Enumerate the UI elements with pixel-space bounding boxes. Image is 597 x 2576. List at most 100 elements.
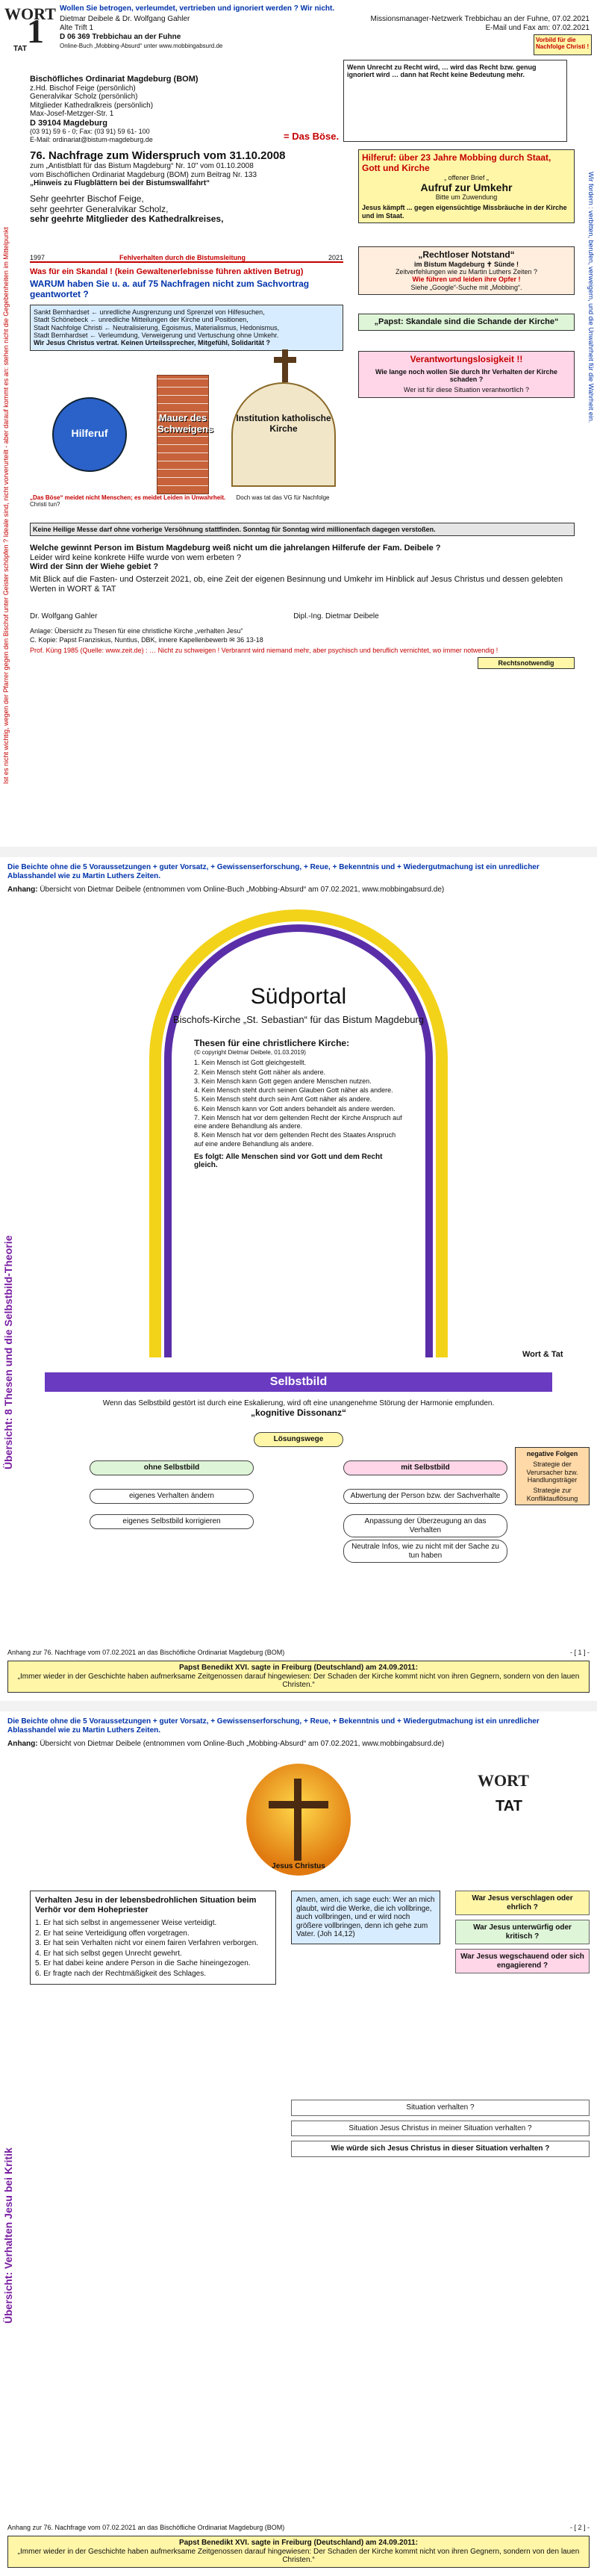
these-item: 1. Kein Mensch ist Gott gleichgestellt. (194, 1059, 307, 1067)
signature-block: Dr. Wolfgang Gahler Dipl.-Ing. Dietmar D… (30, 612, 575, 621)
strategie-1: Strategie der Verursacher bzw. Handlungs… (526, 1460, 578, 1484)
fragen-column: War Jesus verschlagen oder ehrlich ? War… (455, 1891, 590, 1973)
portal-arch-inner: Südportal Bischofs-Kirche „St. Sebastian… (164, 924, 433, 1357)
reaction-note: Doch was tat das VG für Nachfolge Christ… (30, 494, 330, 508)
nachfrage-block: 76. Nachfrage zum Widerspruch vom 31.10.… (30, 149, 343, 225)
boese-note: „Das Böse“ meidet nicht Menschen; es mei… (30, 494, 226, 501)
wort-tat-logo: WORT TAT (478, 1771, 545, 1838)
thesen-block: Thesen für eine christlichere Kirche: (©… (194, 1039, 403, 1170)
letter-page-1: Ist es nicht wichtig, wegen der Pfarrer … (0, 0, 597, 847)
aufruf-label: Aufruf zur Umkehr (420, 181, 513, 193)
warum-line: WARUM haben Sie u. a. auf 75 Nachfragen … (30, 279, 310, 299)
mit-item: Neutrale Infos, wie zu nicht mit der Sac… (343, 1540, 507, 1563)
situation-item: Situation Jesus Christus in meiner Situa… (291, 2120, 590, 2136)
anlage-line: Anlage: Übersicht zu Thesen für eine chr… (30, 627, 243, 635)
papst-quote: „Immer wieder in der Geschichte haben au… (17, 1672, 580, 1690)
ohne-item: eigenes Verhalten ändern (90, 1489, 254, 1504)
mit-item: Abwertung der Person bzw. der Sachverhal… (343, 1489, 507, 1504)
side-note-left: Ist es nicht wichtig, wegen der Pfarrer … (2, 227, 10, 784)
closing-paragraph: Welche gewinnt Person im Bistum Magdebur… (30, 544, 575, 594)
signoff-right: Dipl.-Ing. Dietmar Deibele (293, 612, 379, 620)
frage-item: War Jesus unterwürfig oder kritisch ? (455, 1920, 590, 1944)
timeline-end-year: 2021 (328, 254, 343, 261)
mitte-item: Wir Jesus Christus vertrat. Keinen Urtei… (34, 339, 270, 347)
papst-quote: „Immer wieder in der Geschichte haben au… (17, 2547, 580, 2565)
nachfrage-line: „Hinweis zu Flugblättern bei der Bistums… (30, 179, 210, 188)
verhalten-title: Verhalten Jesu in der lebensbedrohlichen… (35, 1896, 257, 1914)
ohne-item: eigenes Selbstbild korrigieren (90, 1514, 254, 1529)
verhalten-box: Verhalten Jesu in der lebensbedrohlichen… (30, 1891, 276, 1985)
beichte-bar: Die Beichte ohne die 5 Voraussetzungen +… (7, 863, 540, 880)
mitte-item: Stadt Schönebeck ← unredliche Mitteilung… (34, 316, 249, 324)
annex1-footer: Anhang zur 76. Nachfrage vom 07.02.2021 … (7, 1649, 590, 1656)
jesus-image: Jesus Christus (246, 1764, 351, 1876)
situation-column: Situation verhalten ? Situation Jesus Ch… (291, 2100, 590, 2157)
page1-footer: Prof. Küng 1985 (Quelle: www.zeit.de) : … (30, 647, 498, 654)
recipient-block: Bischöfliches Ordinariat Magdeburg (BOM)… (30, 75, 276, 143)
rechtloser-line: Zeitverfehlungen wie zu Martin Luthers Z… (395, 268, 538, 276)
hilferuf-title: Hilferuf: über 23 Jahre Mobbing durch St… (362, 152, 551, 173)
recipient-email[interactable]: E-Mail: ordinariat@bistum-magdeburg.de (30, 135, 153, 143)
nachfrage-number: 76. (30, 149, 46, 162)
wollen-line: Wollen Sie betrogen, verleumdet, vertrie… (60, 4, 335, 13)
wort-label: WORT (478, 1771, 529, 1790)
mitte-item: Sankt Bernhardset ← unredliche Ausgrenzu… (34, 308, 265, 316)
signoff-left: Dr. Wolfgang Gahler (30, 612, 98, 620)
nachfrage-line: zum „Antistblatt für das Bistum Magdebur… (30, 162, 254, 171)
intro-quote-box: Wenn Unrecht zu Recht wird, … wird das R… (343, 60, 567, 142)
hilferuf-circle: Hilferuf (52, 397, 127, 472)
uebersicht-line: Anhang: Übersicht von Dietmar Deibele (e… (7, 1740, 445, 1748)
verhalten-item: 4. Er hat sich selbst gegen Unrecht gewe… (35, 1949, 182, 1958)
these-item: 5. Kein Mensch steht durch sein Amt Gott… (194, 1095, 372, 1104)
annex-page-2: Die Beichte ohne die 5 Voraussetzungen +… (0, 1711, 597, 2576)
mit-item: Anpassung der Überzeugung an das Verhalt… (343, 1514, 507, 1537)
cross-bar (274, 357, 296, 363)
hilferuf-sub: „ offener Brief „ (444, 173, 489, 181)
fehlverhalten-label: Fehlverhalten durch die Bistumsleitung (119, 254, 246, 261)
header-contact-date: E-Mail und Fax am: 07.02.2021 (485, 24, 590, 32)
wortsinn-line: Wird der Sinn der Wiehe gebiet ? (30, 562, 159, 572)
rechtloser-line: Siehe „Google“-Suche mit „Mobbing“. (410, 283, 522, 291)
thesen-closing: Es folgt: Alle Menschen sind vor Gott un… (194, 1152, 383, 1170)
wie-lange-line: Wie lange noch wollen Sie durch Ihr Verh… (375, 367, 557, 384)
these-item: 2. Kein Mensch steht Gott näher als ande… (194, 1068, 326, 1076)
verhalten-item: 2. Er hat seine Verteidigung offen vorge… (35, 1929, 190, 1938)
mitte-item: Stadt Bernhardset ← Verleumdung, Verweig… (34, 332, 279, 340)
address-line-1: Alte Trift 1 (60, 24, 94, 32)
verhalten-side-title: Übersicht: Verhalten Jesu bei Kritik (2, 2147, 14, 2324)
rechtloser-line: im Bistum Magdeburg ✝ Sünde ! (413, 260, 519, 268)
tat-label: TAT (13, 45, 27, 53)
bitte-label: Bitte um Zuwendung (435, 193, 498, 202)
joh-quote-box: Amen, amen, ich sage euch: Wer an mich g… (291, 1891, 440, 1944)
nachfrage-line: vom Bischöflichen Ordinariat Magdeburg (… (30, 170, 257, 179)
institution-label: Institution katholische Kirche (236, 413, 331, 434)
verantwortlich-line: Wer ist für diese Situation verantwortli… (404, 386, 529, 394)
wall-graphic: Mauer des Schweigens (157, 375, 213, 494)
situation-item: Situation verhalten ? (291, 2100, 590, 2116)
uebersicht-line: Anhang: Übersicht von Dietmar Deibele (e… (7, 886, 445, 894)
cross-icon (294, 1779, 301, 1861)
wort-label: WORT (4, 4, 56, 23)
hilferuf-label: Hilferuf (71, 427, 108, 439)
recipient-line: Generalvikar Scholz (persönlich) (30, 93, 138, 102)
welche-line: Welche gewinnt Person im Bistum Magdebur… (30, 544, 441, 553)
tat-label: TAT (496, 1798, 522, 1814)
hilferuf-panel: Hilferuf: über 23 Jahre Mobbing durch St… (358, 149, 575, 224)
loesungswege-pill: Lösungswege (254, 1432, 343, 1447)
suedportal-title: Südportal (250, 984, 347, 1009)
kognitive-label: „kognitive Dissonanz“ (250, 1407, 347, 1418)
these-item: 4. Kein Mensch steht durch seinen Glaube… (194, 1086, 393, 1095)
greeting-line: sehr geehrte Mitglieder des Kathedralkre… (30, 214, 224, 225)
greeting-line: sehr geehrter Generalvikar Scholz, (30, 203, 169, 214)
recipient-line: Mitglieder Kathedralkreis (persönlich) (30, 101, 154, 110)
jesus-label: Jesus Christus (272, 1862, 325, 1870)
address-line-2: D 06 369 Trebbichau an der Fuhne (60, 33, 181, 41)
recipient-title: Bischöfliches Ordinariat Magdeburg (BOM) (30, 75, 199, 84)
keine-messe-line: Keine Heilige Messe darf ohne vorherige … (30, 523, 575, 537)
papst-bar: Papst Benedikt XVI. sagte in Freiburg (D… (178, 2539, 419, 2547)
recipient-line: D 39104 Magdeburg (30, 118, 107, 128)
situation-item: Wie würde sich Jesus Christus in dieser … (291, 2141, 590, 2157)
das-boese-label: = Das Böse. (284, 131, 340, 142)
frage-item: War Jesus verschlagen oder ehrlich ? (455, 1891, 590, 1915)
papst-freiburg-box: Papst Benedikt XVI. sagte in Freiburg (D… (7, 1661, 590, 1693)
